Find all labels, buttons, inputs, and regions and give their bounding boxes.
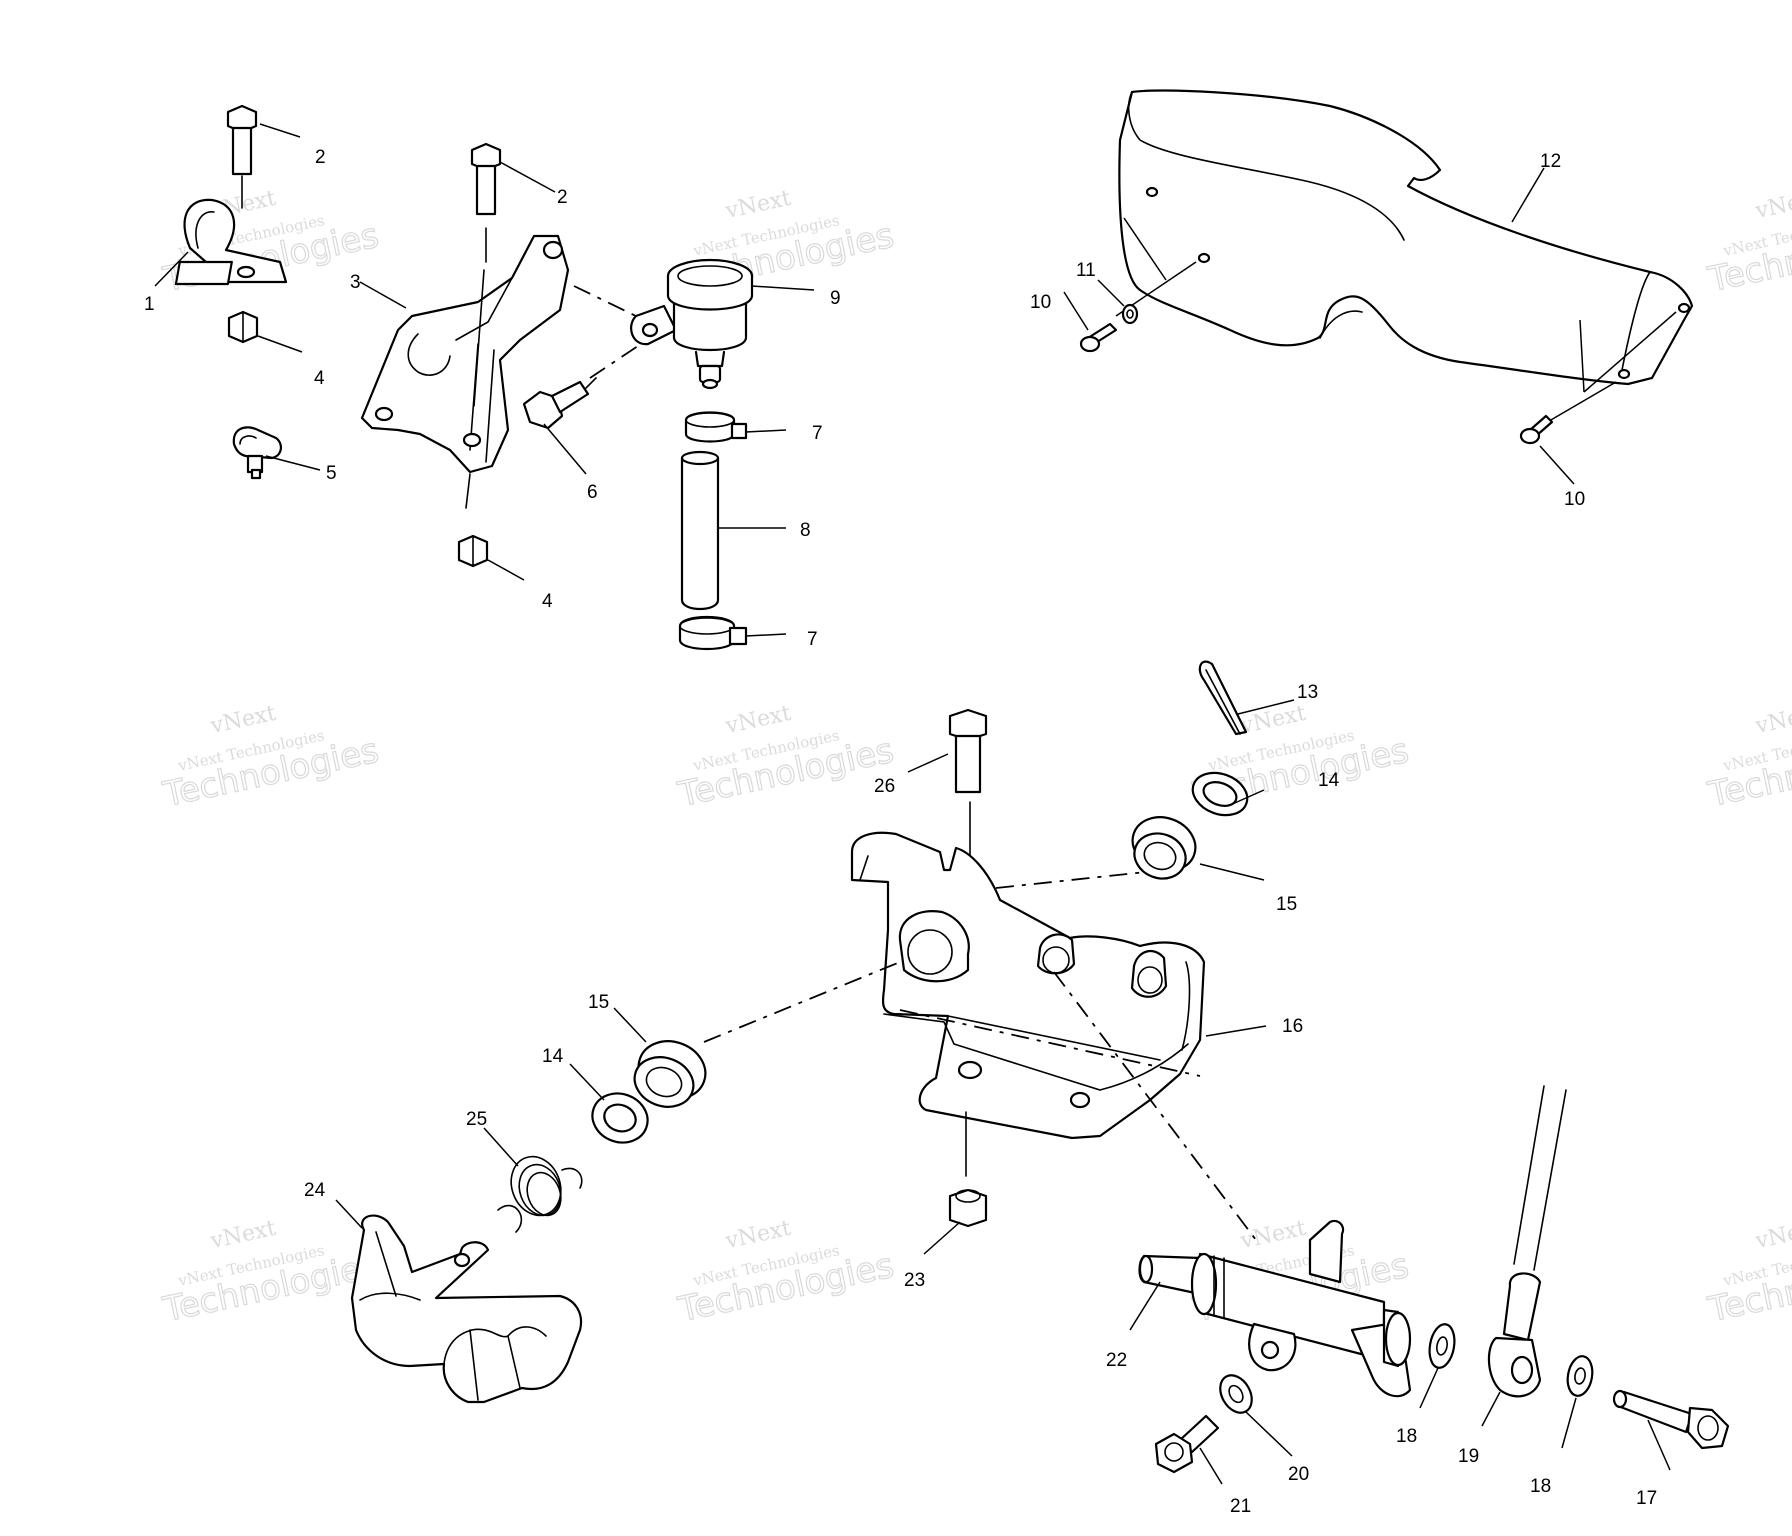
callout-10: 10 xyxy=(1564,489,1585,510)
part-2-bolt-left xyxy=(226,104,258,209)
callout-9: 9 xyxy=(830,288,841,309)
watermark-low-edge: vNext vNext Technologies Technologies xyxy=(1704,1216,1792,1331)
watermark-brand-big: Technologies xyxy=(1704,1246,1792,1331)
watermark-brand-top: vNext xyxy=(1753,701,1792,739)
part-22-master-cylinder xyxy=(1138,1219,1412,1398)
callout-11: 11 xyxy=(1076,260,1096,281)
watermark-top-edge: vNext vNext Technologies Technologies xyxy=(1704,186,1792,301)
callout-14: 14 xyxy=(542,1046,564,1067)
callout-2: 2 xyxy=(315,147,326,168)
watermark-low-middle: vNext vNext Technologies Technologies xyxy=(674,1216,898,1331)
callout-22: 22 xyxy=(1106,1350,1127,1371)
part-5-hose-clip xyxy=(232,426,282,480)
callout-20: 20 xyxy=(1288,1464,1309,1485)
pedal-assembly-group xyxy=(350,660,1730,1474)
watermark-mid-left: vNext vNext Technologies Technologies xyxy=(159,701,383,816)
part-24-brake-pedal xyxy=(350,1214,583,1404)
callout-18: 18 xyxy=(1530,1476,1551,1497)
callout-2: 2 xyxy=(557,187,568,208)
watermark-low-left: vNext vNext Technologies Technologies xyxy=(159,1216,383,1331)
callout-15: 15 xyxy=(1276,894,1297,915)
watermark-brand-top: vNext xyxy=(1238,701,1309,739)
callout-7: 7 xyxy=(807,629,818,650)
part-14-washer-lower xyxy=(591,1092,649,1144)
dash-bushing-to-bracket xyxy=(703,961,901,1043)
callout-13: 13 xyxy=(1297,682,1318,703)
callout-1: 1 xyxy=(144,294,155,315)
callout-16: 16 xyxy=(1282,1016,1303,1037)
part-7-hose-clamp-upper xyxy=(684,411,748,443)
callout-numbers: 1 2 2 3 4 4 5 6 7 7 8 9 10 10 11 12 13 1… xyxy=(144,147,1657,1517)
callout-23: 23 xyxy=(904,1270,925,1291)
part-1-clamp xyxy=(174,198,288,286)
part-10-screw-left xyxy=(1079,322,1118,353)
watermark-brand-top: vNext xyxy=(1753,1216,1792,1254)
part-13-cotter-pin xyxy=(1198,660,1248,736)
part-16-pedal-bracket xyxy=(850,831,1206,1140)
part-2-bolt-middle xyxy=(470,142,502,263)
callout-4: 4 xyxy=(314,368,325,389)
callout-17: 17 xyxy=(1636,1488,1657,1509)
watermark-brand-top: vNext xyxy=(1753,186,1792,224)
part-20-washer xyxy=(1219,1374,1253,1414)
watermark-brand-top: vNext xyxy=(208,701,279,739)
part-7-hose-clamp-lower xyxy=(678,616,748,650)
part-15-bushing-lower xyxy=(633,1040,707,1108)
callout-15: 15 xyxy=(588,992,609,1013)
part-25-return-spring xyxy=(497,1155,583,1233)
callout-3: 3 xyxy=(350,272,361,293)
callout-4: 4 xyxy=(542,591,553,612)
watermark-brand-big: Technologies xyxy=(1704,731,1792,816)
cover-group xyxy=(1079,89,1694,445)
watermark-mid-middle: vNext vNext Technologies Technologies xyxy=(674,701,898,816)
part-6-bolt xyxy=(522,377,597,430)
part-11-washer xyxy=(1121,303,1139,325)
part-10-screw-right xyxy=(1519,414,1554,445)
watermark-brand-top: vNext xyxy=(1238,1216,1309,1254)
watermark-brand-top: vNext xyxy=(723,701,794,739)
part-4-nut-left xyxy=(227,310,259,344)
callout-21: 21 xyxy=(1230,1496,1251,1517)
part-9-fluid-reservoir xyxy=(630,258,754,390)
callout-18: 18 xyxy=(1396,1426,1417,1447)
callout-12: 12 xyxy=(1540,151,1561,172)
dash-bracket-to-bushing-upper xyxy=(995,871,1147,889)
callout-26: 26 xyxy=(874,776,895,797)
dash-bolt-to-reservoir xyxy=(589,337,651,379)
watermark-brand-top: vNext xyxy=(723,186,794,224)
reservoir-bracket-group xyxy=(174,104,754,650)
part-19-clevis-rod xyxy=(1487,1085,1567,1398)
part-15-bushing-upper xyxy=(1131,816,1197,880)
part-8-hose xyxy=(680,450,720,611)
callout-19: 19 xyxy=(1458,1446,1479,1467)
part-18-washer-left xyxy=(1428,1323,1456,1369)
callout-25: 25 xyxy=(466,1109,487,1130)
watermark-brand-big: Technologies xyxy=(1704,216,1792,301)
part-14-washer-upper xyxy=(1191,771,1249,817)
callout-5: 5 xyxy=(326,463,337,484)
watermark-brand-top: vNext xyxy=(208,1216,279,1254)
callout-8: 8 xyxy=(800,520,811,541)
callout-7: 7 xyxy=(812,423,823,444)
watermark-mid-edge: vNext vNext Technologies Technologies xyxy=(1704,701,1792,816)
part-18-washer-right xyxy=(1566,1355,1594,1397)
part-17-clevis-bolt xyxy=(1612,1389,1730,1450)
part-4-nut-middle xyxy=(457,534,489,568)
watermark-brand-top: vNext xyxy=(723,1216,794,1254)
part-21-bolt xyxy=(1154,1414,1220,1474)
dash-bracket-to-reservoir xyxy=(573,285,641,319)
callout-24: 24 xyxy=(304,1180,326,1201)
part-12-cover-panel xyxy=(1118,89,1694,386)
callout-14: 14 xyxy=(1318,770,1340,791)
dash-bracket-cross xyxy=(899,1009,1201,1077)
part-3-mounting-bracket xyxy=(360,234,570,509)
leader-lines xyxy=(154,123,1671,1485)
part-23-nut xyxy=(948,1188,988,1228)
callout-6: 6 xyxy=(587,482,598,503)
part-26-bolt xyxy=(948,708,988,1047)
callout-10: 10 xyxy=(1030,292,1051,313)
dash-bracket-to-cylinder xyxy=(1053,971,1257,1241)
